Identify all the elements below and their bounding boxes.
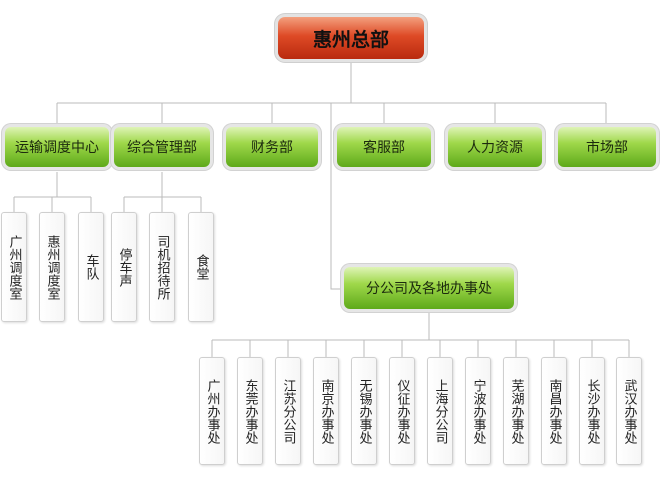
office-wuxi: 无锡办事处 [351, 357, 377, 465]
dept-human-resources: 人力资源 [448, 127, 542, 167]
dept-finance: 财务部 [226, 127, 318, 167]
unit-driver-hostel: 司机招待所 [149, 212, 175, 322]
office-jiangsu: 江苏分公司 [275, 357, 301, 465]
office-guangzhou: 广州办事处 [199, 357, 225, 465]
office-ningbo: 宁波办事处 [465, 357, 491, 465]
unit-guangzhou-dispatch: 广州调度室 [1, 212, 27, 322]
dept-transport-dispatch: 运输调度中心 [5, 127, 109, 167]
connector-admin [123, 172, 202, 212]
connector-offices [212, 312, 629, 341]
branch-offices: 分公司及各地办事处 [344, 267, 514, 309]
unit-fleet: 车队 [78, 212, 104, 322]
office-wuhan: 武汉办事处 [616, 357, 642, 465]
office-yizheng: 仪征办事处 [389, 357, 415, 465]
org-root-huizhou-hq: 惠州总部 [278, 17, 424, 59]
office-shanghai: 上海分公司 [427, 357, 453, 465]
unit-huizhou-dispatch: 惠州调度室 [39, 212, 65, 322]
office-changsha: 长沙办事处 [579, 357, 605, 465]
dept-marketing: 市场部 [558, 127, 656, 167]
connector-branch-trunk [330, 103, 342, 290]
connector-transport [13, 172, 92, 212]
unit-canteen: 食堂 [188, 212, 214, 322]
office-wuhu: 芜湖办事处 [503, 357, 529, 465]
dept-customer-service: 客服部 [337, 127, 431, 167]
office-nanchang: 南昌办事处 [541, 357, 567, 465]
office-dongguan: 东莞办事处 [237, 357, 263, 465]
office-nanjing: 南京办事处 [313, 357, 339, 465]
unit-parking: 停车声 [111, 212, 137, 322]
dept-general-admin: 综合管理部 [114, 127, 210, 167]
